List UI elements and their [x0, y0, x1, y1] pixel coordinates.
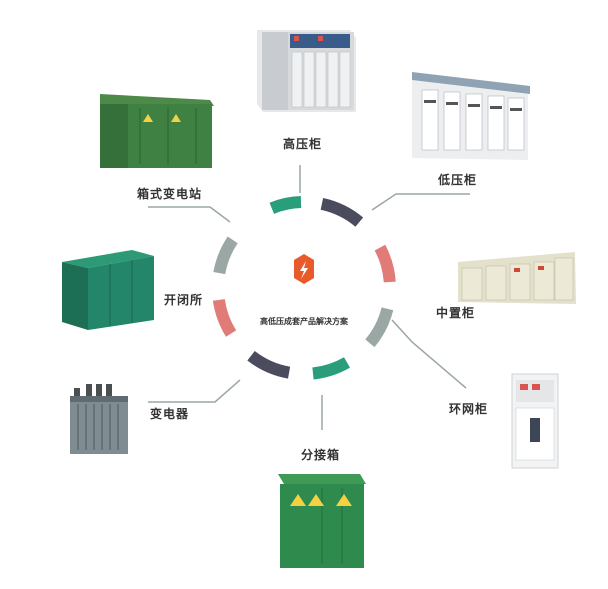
mid-cabinet-image [458, 252, 576, 304]
box-substation-image [100, 94, 214, 168]
transformer-image [70, 384, 128, 454]
connector-substation [148, 206, 231, 223]
arc-box-substation [213, 236, 238, 275]
label-distribution-box: 分接箱 [301, 448, 341, 462]
arc-low-voltage [320, 198, 364, 227]
low-voltage-cabinet-image [412, 72, 530, 160]
ring-main-cabinet-image [511, 373, 559, 469]
arc-high-voltage [269, 196, 302, 214]
high-voltage-cabinet-image [257, 30, 356, 112]
label-high-voltage-cabinet: 高压柜 [283, 137, 323, 151]
ring [212, 196, 396, 380]
distribution-box-image [278, 474, 366, 568]
arc-switching-station [212, 298, 237, 337]
connector-low-voltage [371, 193, 470, 211]
label-transformer: 变电器 [150, 407, 190, 421]
label-switching-station: 开闭所 [164, 293, 204, 307]
connector-lines [148, 165, 470, 430]
arc-mid-cabinet [374, 244, 396, 283]
center-title: 高低压成套产品解决方案 [260, 317, 348, 326]
lightning-bolt-icon [294, 254, 314, 284]
label-ring-main-cabinet: 环网柜 [449, 402, 489, 416]
switching-station-image [62, 250, 154, 330]
label-low-voltage-cabinet: 低压柜 [438, 173, 478, 187]
arc-ring-main [365, 307, 394, 348]
arc-distribution [312, 357, 350, 380]
arc-transformer [247, 350, 291, 379]
label-mid-cabinet: 中置柜 [436, 306, 476, 320]
label-box-substation: 箱式变电站 [137, 187, 203, 201]
connector-transformer [148, 379, 241, 403]
connector-ring-main [391, 319, 467, 389]
